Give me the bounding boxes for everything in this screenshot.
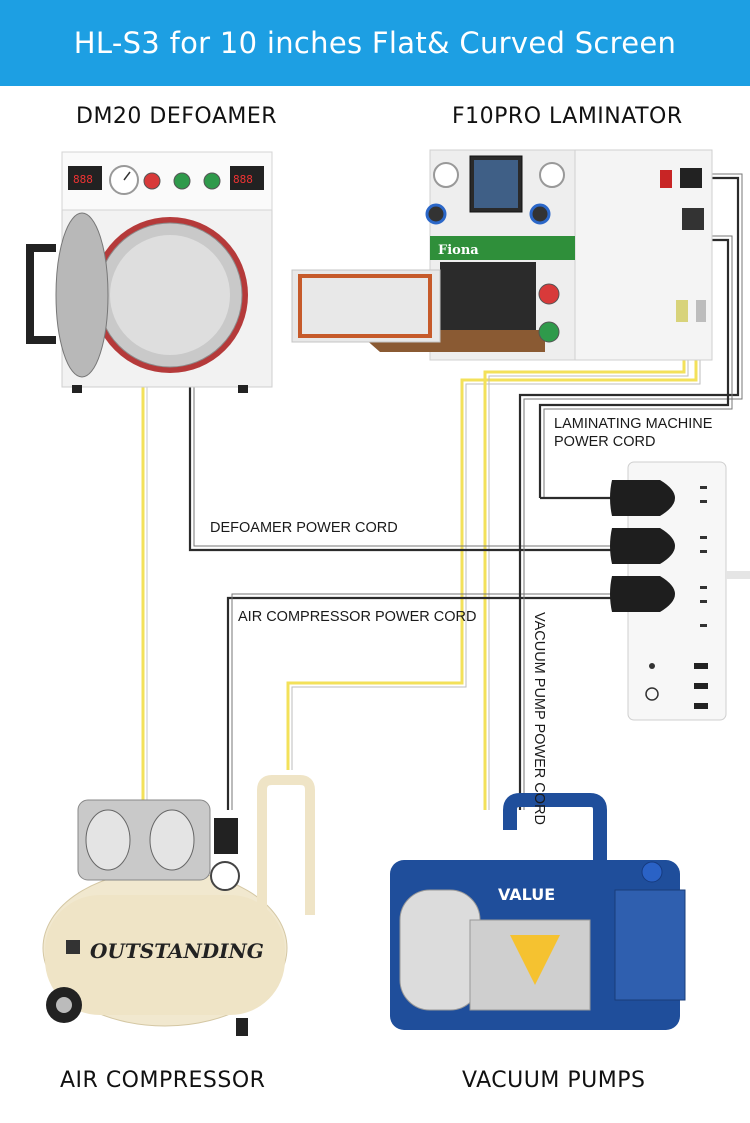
red-switch-icon bbox=[538, 283, 560, 305]
aux-socket-icon bbox=[682, 208, 704, 230]
compressor-gauge-icon bbox=[210, 861, 240, 891]
vacuum-brand: VALUE bbox=[498, 885, 555, 904]
green-switch-icon bbox=[538, 321, 560, 343]
laminator-machine: Fiona bbox=[291, 149, 713, 361]
vacuum-cord-label: VACUUM PUMP POWER CORD bbox=[531, 612, 547, 825]
vacuum-port-icon bbox=[696, 300, 706, 322]
pump-handle-icon bbox=[503, 793, 607, 870]
title-banner: HL-S3 for 10 inches Flat& Curved Screen bbox=[0, 0, 750, 86]
vacuum-power-cord bbox=[518, 176, 740, 810]
compressor-power-cord bbox=[226, 596, 612, 810]
red-button-icon bbox=[143, 172, 161, 190]
compressor-title: AIR COMPRESSOR bbox=[60, 1068, 266, 1093]
oil-cap-icon bbox=[641, 861, 663, 883]
plug-icon bbox=[610, 528, 675, 564]
air-port-icon bbox=[676, 300, 688, 322]
defoamer-power-cord bbox=[188, 385, 612, 552]
timer-display-icon bbox=[68, 166, 102, 190]
defoamer-title: DM20 DEFOAMER bbox=[76, 104, 278, 129]
power-cords bbox=[188, 173, 743, 810]
defoamer-cord-label: DEFOAMER POWER CORD bbox=[210, 520, 398, 536]
vacuum-title: VACUUM PUMPS bbox=[462, 1068, 646, 1093]
green-button-icon bbox=[173, 172, 191, 190]
air-hoses bbox=[141, 320, 701, 810]
left-gauge-icon bbox=[433, 162, 459, 188]
usb-port-icon bbox=[694, 703, 708, 709]
power-socket-icon bbox=[680, 168, 702, 188]
mould-frame-icon bbox=[291, 269, 441, 343]
usb-port-icon bbox=[694, 683, 708, 689]
power-switch-icon bbox=[660, 170, 672, 188]
svg-text:888: 888 bbox=[233, 173, 253, 186]
laminator-brand: Fiona bbox=[438, 243, 479, 258]
temperature-display-icon bbox=[230, 166, 264, 190]
power-strip bbox=[610, 461, 750, 721]
left-knob-icon bbox=[425, 203, 447, 225]
plug-icon bbox=[610, 480, 675, 516]
compressor-brand: OUTSTANDING bbox=[90, 939, 264, 963]
wireless-icon bbox=[649, 663, 655, 669]
door-handle-icon bbox=[26, 244, 56, 344]
usb-port-icon bbox=[694, 663, 708, 669]
chamber-door-icon bbox=[55, 212, 109, 378]
laminator-cord-label-line1: LAMINATING MACHINE bbox=[554, 416, 713, 432]
vacuum-pump-machine: VALUE bbox=[390, 793, 686, 1030]
laminator-cord-label-line2: POWER CORD bbox=[554, 434, 656, 450]
pressure-switch-icon bbox=[214, 818, 238, 854]
page-title: HL-S3 for 10 inches Flat& Curved Screen bbox=[73, 26, 677, 60]
right-knob-icon bbox=[529, 203, 551, 225]
brand-logo-icon bbox=[510, 935, 560, 985]
compressor-handle-icon bbox=[257, 775, 315, 915]
air-compressor-machine: OUTSTANDING bbox=[42, 775, 315, 1036]
brand-stripe bbox=[430, 236, 575, 260]
green-button-icon bbox=[203, 172, 221, 190]
compressor-cord-label: AIR COMPRESSOR POWER CORD bbox=[238, 609, 477, 625]
right-gauge-icon bbox=[539, 162, 565, 188]
defoamer-machine: 888 888 bbox=[26, 151, 273, 393]
laminator-title: F10PRO LAMINATOR bbox=[452, 104, 683, 129]
pump-motor-icon bbox=[399, 889, 481, 1011]
qr-code-icon bbox=[66, 940, 80, 954]
plug-icon bbox=[610, 576, 675, 612]
compressor-to-laminator-hose bbox=[286, 330, 698, 770]
power-button-icon bbox=[645, 687, 659, 701]
svg-text:888: 888 bbox=[73, 173, 93, 186]
laminating-tray-slot bbox=[440, 262, 536, 332]
